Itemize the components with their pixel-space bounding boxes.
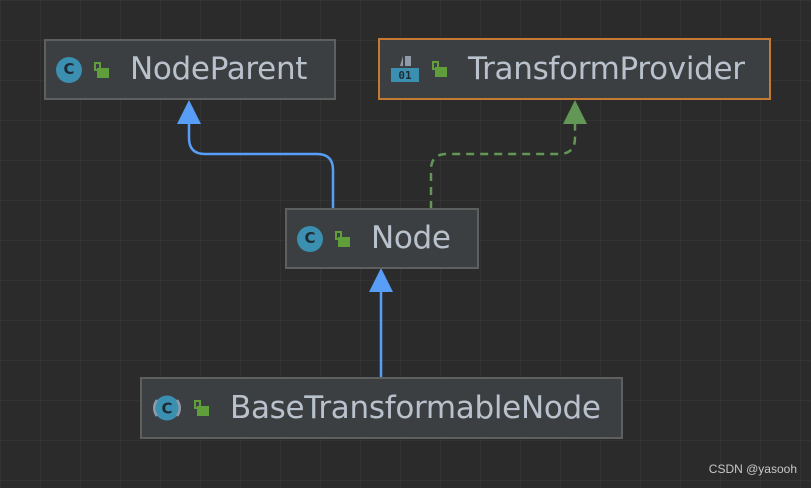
- class-icon-letter: C: [304, 229, 316, 247]
- node-nodeparent[interactable]: C NodeParent: [44, 39, 336, 100]
- class-icon: C: [297, 225, 323, 252]
- node-label: Node: [371, 220, 451, 256]
- node-node[interactable]: C Node: [285, 208, 479, 269]
- arrowhead-transformprovider: [563, 100, 587, 124]
- node-transformprovider[interactable]: 01 TransformProvider: [378, 38, 771, 100]
- interface-icon: 01: [390, 54, 420, 84]
- node-label: NodeParent: [130, 51, 308, 87]
- node-label: TransformProvider: [468, 50, 745, 87]
- node-label: BaseTransformableNode: [230, 389, 601, 426]
- arrowhead-node: [369, 268, 393, 292]
- class-icon-letter: C: [63, 60, 75, 78]
- public-lock-icon: [194, 399, 210, 417]
- public-lock-icon: [432, 60, 448, 78]
- abstract-class-icon: C: [152, 393, 182, 423]
- node-basetransformablenode[interactable]: C BaseTransformableNode: [140, 377, 623, 439]
- arrowhead-nodeparent: [177, 100, 201, 124]
- class-icon: C: [56, 56, 82, 83]
- edge-node-to-nodeparent: [187, 124, 335, 209]
- class-icon-letter: C: [161, 400, 172, 418]
- watermark: CSDN @yasooh: [708, 462, 797, 476]
- public-lock-icon: [335, 230, 351, 248]
- public-lock-icon: [94, 61, 110, 79]
- edge-node-to-transformprovider: [429, 124, 577, 209]
- interface-icon-text: 01: [398, 69, 412, 82]
